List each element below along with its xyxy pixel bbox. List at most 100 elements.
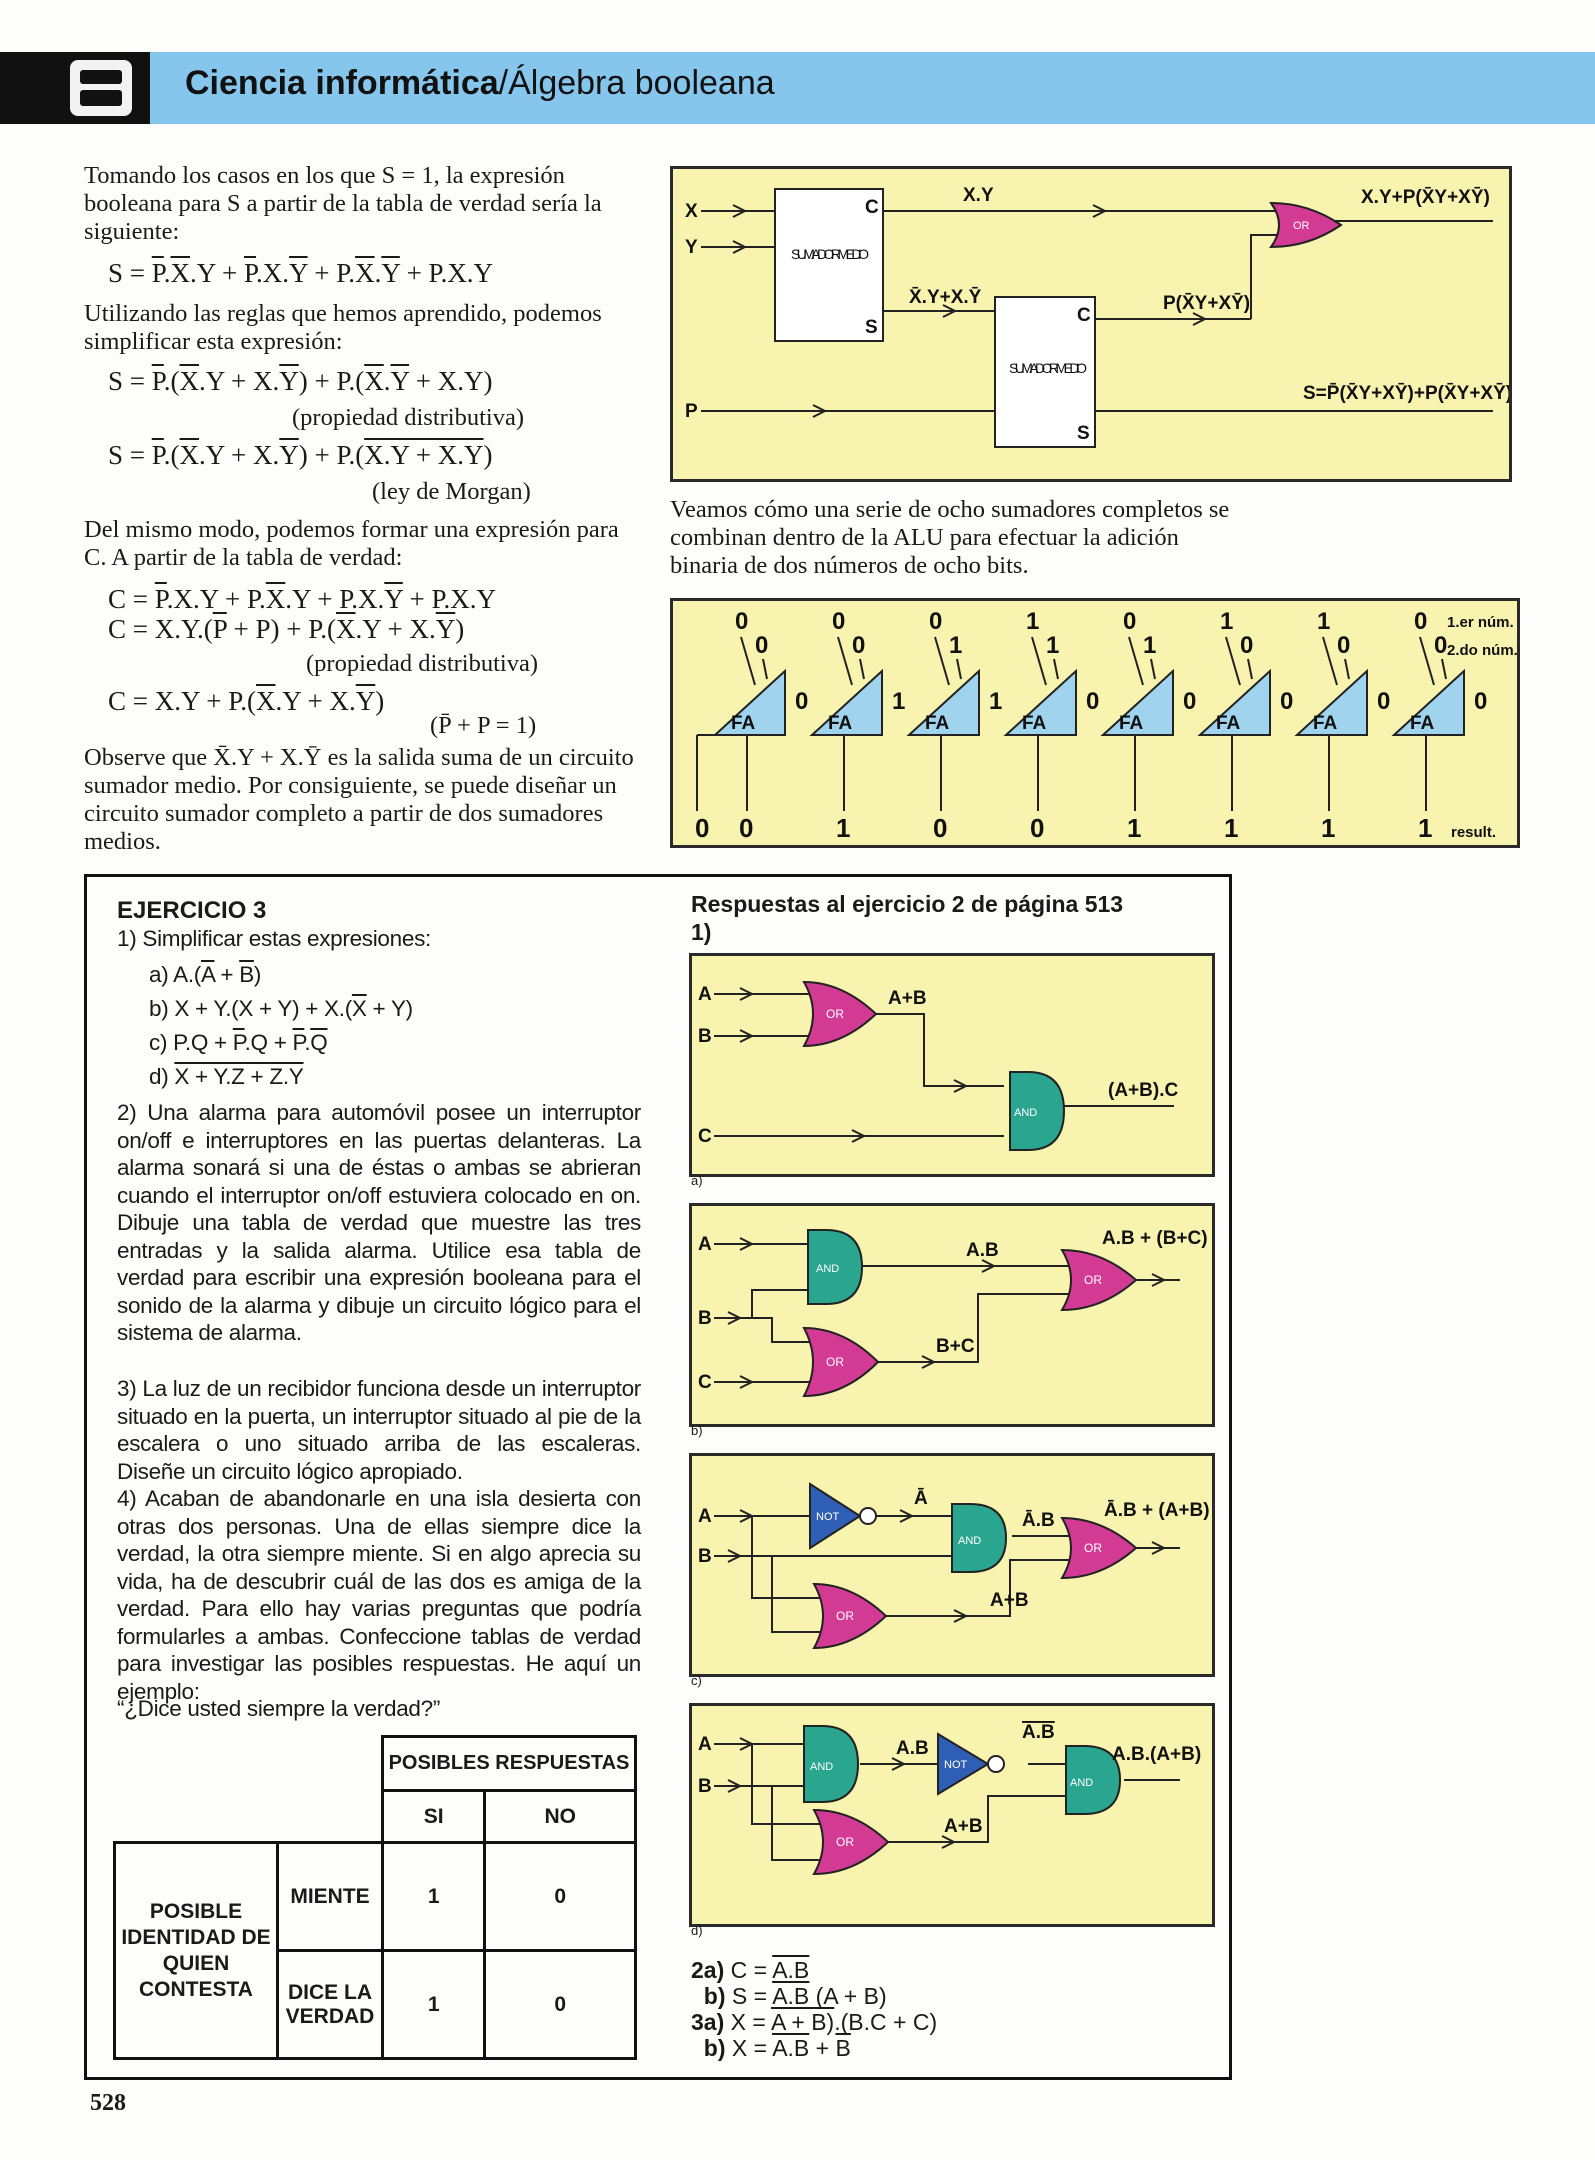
table-row-head: POSIBLE IDENTIDAD DE QUIEN CONTESTA (113, 1841, 279, 2060)
note-morgan: (ley de Morgan) (372, 478, 531, 505)
circuit-b-input-a: A (698, 1234, 712, 1255)
num1-bit-7: 1 (1317, 608, 1330, 635)
answers-title: Respuestas al ejercicio 2 de página 513 (691, 891, 1124, 917)
page-number: 528 (90, 2090, 126, 2116)
num2-bit-4: 1 (1046, 632, 1059, 659)
exercise-title: EJERCICIO 3 (117, 897, 267, 924)
circuit-c-input-a: A (698, 1506, 712, 1527)
circuit-b-out: A.B + (B+C) (1102, 1228, 1208, 1249)
table-header-si: SI (380, 1789, 487, 1844)
label-p-term: P(X̄Y+XȲ) (1163, 293, 1250, 314)
circuit-b-bc: B+C (936, 1336, 975, 1357)
exercise-q4: 4) Acaban de abandonarle en una isla des… (117, 1486, 641, 1704)
num1-bit-3: 0 (929, 608, 942, 635)
half-adder-2-c: C (1077, 305, 1091, 326)
result-bit-3: 1 (836, 813, 850, 843)
half-adder-2-label: SUMADOR MEDIO (1009, 360, 1087, 376)
full-adder-label-7: FA (1313, 713, 1338, 734)
full-adder-3 (906, 668, 980, 736)
exercise-q1d: d) X + Y.Z + Z.Y (149, 1064, 304, 1089)
circuit-a-caption: a) (691, 1173, 703, 1188)
circuit-d-apb: A+B (944, 1816, 983, 1837)
paragraph-4: Observe que X̄.Y + X.Ȳ es la salida suma… (84, 744, 634, 855)
result-bit-9: 1 (1418, 813, 1432, 843)
header-bar (0, 52, 1595, 124)
computer-icon (70, 60, 132, 116)
result-bit-6: 1 (1127, 813, 1141, 843)
equation-s3: S = P.(X.Y + X.Y) + P.(X.Y + X.Y) (108, 440, 493, 470)
full-adder-6 (1197, 668, 1271, 736)
exercise-q1a: a) A.(A + B) (149, 962, 262, 987)
answer-2b: b) S = A.B (A + B) (691, 1983, 887, 2009)
input-y: Y (685, 237, 698, 258)
num1-bit-4: 1 (1026, 608, 1039, 635)
equation-s2: S = P.(X.Y + X.Y) + P.(X.Y + X.Y) (108, 366, 493, 396)
full-adder-7 (1294, 668, 1368, 736)
full-adder-label-5: FA (1119, 713, 1144, 734)
circuit-a: A B C OR AND A+B (A+B).C (689, 953, 1215, 1177)
exercise-q1b: b) X + Y.(X + Y) + X.(X + Y) (149, 996, 413, 1021)
circuit-d-and-2: AND (1070, 1777, 1093, 1789)
num2-bit-8: 0 (1434, 632, 1447, 659)
circuit-b-caption: b) (691, 1423, 703, 1438)
exercise-q1c: c) P.Q + P.Q + P.Q (149, 1030, 328, 1055)
circuit-b-or-2: OR (1084, 1273, 1102, 1287)
full-adder-label-2: FA (828, 713, 853, 734)
table-cell-verdad-no: 0 (483, 1949, 637, 2060)
circuit-d-not: NOT (944, 1759, 968, 1771)
circuit-b-or-1: OR (826, 1355, 844, 1369)
equation-s1: S = P.X.Y + P.X.Y + P.X.Y + P.X.Y (108, 258, 494, 288)
circuit-d-and-1: AND (810, 1761, 833, 1773)
label-result: result. (1451, 824, 1496, 841)
answers-1: 1) (691, 919, 712, 945)
circuit-a-and: AND (1014, 1107, 1037, 1119)
circuit-b-ab: A.B (966, 1240, 999, 1261)
page-title: Ciencia informática/Álgebra booleana (185, 64, 775, 103)
num2-bit-5: 1 (1143, 632, 1156, 659)
table-cell-miente-si: 1 (380, 1841, 487, 1952)
carry-bit-4: 0 (1086, 688, 1099, 715)
full-adder-label-1: FA (731, 713, 756, 734)
result-bit-5: 0 (1030, 813, 1044, 843)
table-row-verdad: DICE LA VERDAD (276, 1949, 384, 2060)
carry-bit-1: 0 (795, 688, 808, 715)
circuit-b-input-c: C (698, 1372, 712, 1393)
sum-out-label: S=P̄(X̄Y+XȲ)+P(X̄Y+XȲ) (1303, 383, 1509, 404)
num2-bit-1: 0 (755, 632, 768, 659)
num1-bit-8: 0 (1414, 608, 1427, 635)
num1-bit-2: 0 (832, 608, 845, 635)
table-cell-verdad-si: 1 (380, 1949, 487, 2060)
circuit-a-input-a: A (698, 984, 712, 1005)
label-half-sum: X̄.Y+X.Ȳ (909, 287, 982, 308)
circuit-a-or: OR (826, 1007, 844, 1021)
carry-in-bit: 0 (1474, 688, 1487, 715)
exercise-q1: 1) Simplificar estas expresiones: (117, 926, 431, 951)
full-adder-label-6: FA (1216, 713, 1241, 734)
circuit-d-or: OR (836, 1835, 854, 1849)
result-bit-2: 0 (739, 813, 753, 843)
circuit-a-out: (A+B).C (1108, 1080, 1178, 1101)
num1-bit-5: 0 (1123, 608, 1136, 635)
full-adder-label-4: FA (1022, 713, 1047, 734)
answer-3a: 3a) X = A + B).(B.C + C) (691, 2009, 938, 2035)
input-x: X (685, 201, 698, 222)
exercise-q2: 2) Una alarma para automóvil posee un in… (117, 1100, 641, 1345)
equation-c1: C = P.X.Y + P.X.Y + P.X.Y + P.X.Y (108, 584, 497, 614)
full-adder-8 (1391, 668, 1465, 736)
num2-bit-6: 0 (1240, 632, 1253, 659)
circuit-c-nab: Ā.B (1022, 1510, 1055, 1531)
answer-3b: b) X = A.B + B (691, 2035, 851, 2061)
circuit-a-input-b: B (698, 1026, 712, 1047)
num1-bit-1: 0 (735, 608, 748, 635)
label-xy: X.Y (963, 185, 994, 206)
result-bit-1: 0 (695, 813, 709, 843)
circuit-d-nab: A.B (1022, 1722, 1055, 1743)
num2-bit-3: 1 (949, 632, 962, 659)
circuit-b-and: AND (816, 1263, 839, 1275)
circuit-c: A B NOT AND OR OR Ā Ā.B A+B Ā.B + (A+B) (689, 1453, 1215, 1677)
full-adder-4 (1003, 668, 1077, 736)
table-cell-miente-no: 0 (483, 1841, 637, 1952)
equation-c2: C = X.Y.(P + P) + P.(X.Y + X.Y) (108, 614, 465, 644)
equation-c3: C = X.Y + P.(X.Y + X.Y) (108, 686, 385, 716)
